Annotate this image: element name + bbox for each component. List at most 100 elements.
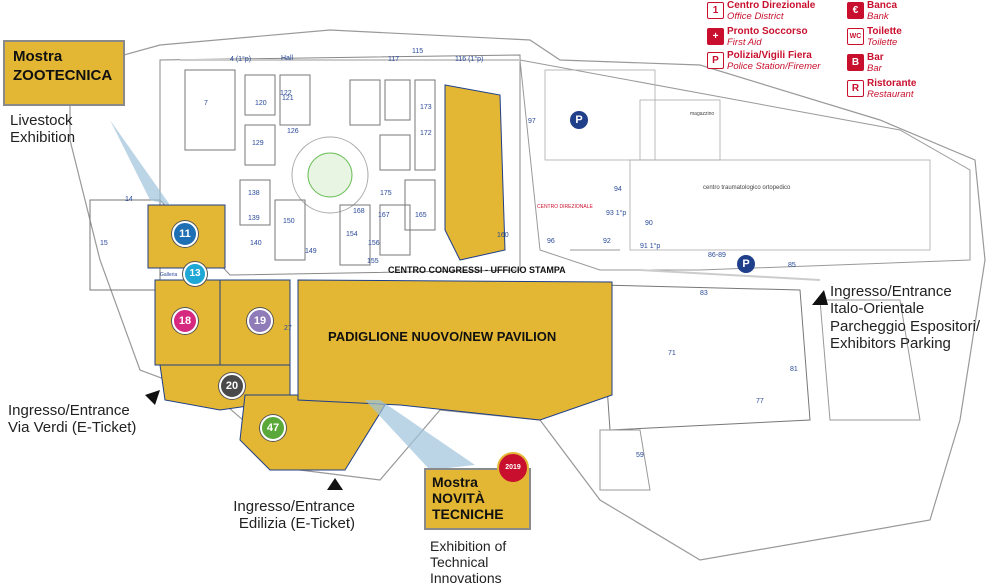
legend-police-subtitle: Police Station/Firemer (727, 61, 821, 72)
entrance-italo-arrow (812, 290, 828, 305)
hall-num-71: 71 (668, 350, 676, 357)
restaurant-icon: R (847, 80, 864, 97)
central-roundabout (291, 136, 369, 214)
hall-num-27: 27 (284, 325, 292, 332)
roads (180, 59, 821, 281)
central-garden (307, 152, 353, 198)
east-block-outline (519, 59, 971, 271)
hall-num-85: 85 (788, 262, 796, 269)
hall-num-92: 92 (603, 238, 611, 245)
novita-caption: Exhibition of Technical Innovations (430, 538, 506, 586)
hall-num-140: 140 (250, 240, 262, 247)
zootecnica-title1: Mostra (13, 48, 63, 65)
hall-num-7: 7 (204, 100, 208, 107)
office-icon: 1 (707, 2, 724, 19)
hall-num-166: 165 (415, 212, 427, 219)
hall-num-165: 175 (380, 190, 392, 197)
hall-num-121: 121 (282, 95, 294, 102)
east-entrance-area (819, 299, 921, 421)
radial-buildings (184, 69, 436, 266)
hall-num-126: 126 (287, 128, 299, 135)
hall-19-marker: 19 (247, 308, 273, 334)
hall-num-154: 154 (346, 231, 358, 238)
parking-icon-2: P (737, 255, 755, 273)
hall-num-14: 14 (125, 196, 133, 203)
legend-first-aid-title: Pronto Soccorso (727, 26, 808, 37)
hall-num-122: 122 (280, 90, 292, 97)
entrance-verdi-arrow (145, 390, 160, 405)
hall-num-96: 96 (547, 238, 555, 245)
entrance-italo-line1: Ingresso/Entrance (830, 283, 952, 300)
legend-police-title: Polizia/Vigili Fiera (727, 50, 812, 61)
hall-num-97: 97 (528, 118, 536, 125)
parking-grid (544, 69, 931, 251)
hall-num-139: 139 (248, 215, 260, 222)
hall-num-138: 138 (248, 190, 260, 197)
novita-caption1: Exhibition of (430, 538, 507, 554)
congress-label: CENTRO CONGRESSI - UFFICIO STAMPA (388, 265, 566, 275)
new-pavilion-label: PADIGLIONE NUOVO/NEW PAVILION (328, 329, 557, 344)
parking-icon: P (570, 111, 588, 129)
hall-num-120: 120 (255, 100, 267, 107)
new-pavilion (297, 279, 613, 421)
bar-icon: B (847, 54, 864, 71)
legend-toilet-subtitle: Toilette (867, 37, 898, 48)
entrance-verdi-line2: Via Verdi (E-Ticket) (8, 419, 137, 437)
hall-59-outline (599, 429, 651, 491)
legend-bank-subtitle: Bank (867, 11, 889, 22)
hall-num-81: 81 (790, 366, 798, 373)
hall-num-117: 117 (388, 56, 400, 63)
hall-label: Hall (281, 55, 294, 62)
hall-num-83: 83 (700, 290, 708, 297)
hall-num-150: 150 (283, 218, 295, 225)
centro-dir-label: CENTRO DIREZIONALE (537, 204, 593, 210)
entrance-edilizia-line2: Edilizia (E-Ticket) (238, 515, 355, 533)
novita-caption2: Technical (430, 554, 489, 571)
legend-bar-title: Bar (867, 52, 884, 63)
hall-num-77: 77 (756, 398, 764, 405)
hall-num-155: 155 (367, 258, 379, 265)
entrance-italo-line3: Parcheggio Espositori/ (830, 317, 981, 335)
legend-first-aid-subtitle: First Aid (727, 37, 762, 48)
entrance-edilizia-arrow (327, 478, 343, 490)
entrance-verdi-line1: Ingresso/Entrance (8, 402, 130, 419)
legend-office-subtitle: Office District (727, 11, 784, 22)
hall-num-94: 94 (614, 186, 622, 193)
police-icon: P (707, 52, 724, 69)
central-block-outline (159, 54, 521, 276)
hall-num-129: 129 (252, 140, 264, 147)
hall-num-173: 173 (420, 104, 432, 111)
entrance-edilizia-line1: Ingresso/Entrance (233, 498, 355, 515)
hall-num-86-89: 86-89 (708, 252, 726, 259)
hall-num-149: 149 (305, 248, 317, 255)
legend-restaurant-title: Ristorante (867, 78, 917, 89)
hall-11-marker: 11 (172, 221, 198, 247)
award-2019-icon: 2019 (497, 452, 529, 484)
novita-title1: Mostra (432, 474, 478, 490)
hall-num-172: 172 (420, 130, 432, 137)
hall-47-marker: 47 (260, 415, 286, 441)
hall-num-91: 91 1°p (640, 243, 661, 250)
hall-num-93: 93 1°p (606, 210, 627, 217)
legend-toilet-title: Toilette (867, 26, 902, 37)
hall-13-marker: 13 (183, 262, 207, 286)
hall-num-156: 156 (368, 240, 380, 247)
zootecnica-pointer (110, 120, 170, 205)
entrance-verdi-label: Ingresso/Entrance Via Verdi (E-Ticket) (8, 402, 136, 437)
hall-num-90: 90 (645, 220, 653, 227)
novita-pointer (365, 400, 475, 470)
hall-num-15: 15 (100, 240, 108, 247)
entrance-italo-line4: Exhibitors Parking (830, 334, 951, 352)
entrance-italo-line2: Italo-Orientale (830, 300, 925, 318)
legend-bank-title: Banca (867, 0, 898, 11)
zootecnica-caption2: Exhibition (10, 129, 76, 147)
hall-num-115: 115 (412, 48, 424, 55)
zootecnica-badge: Mostra ZOOTECNICA (3, 40, 125, 106)
novita-caption3: Innovations (430, 570, 502, 587)
novita-title2: NOVITÀ (432, 490, 485, 506)
magazzino-label: magazzino (690, 111, 715, 117)
hall-num-168: 167 (378, 212, 390, 219)
hall-num-161: 160 (497, 232, 509, 239)
novita-title3: TECNICHE (432, 506, 504, 522)
